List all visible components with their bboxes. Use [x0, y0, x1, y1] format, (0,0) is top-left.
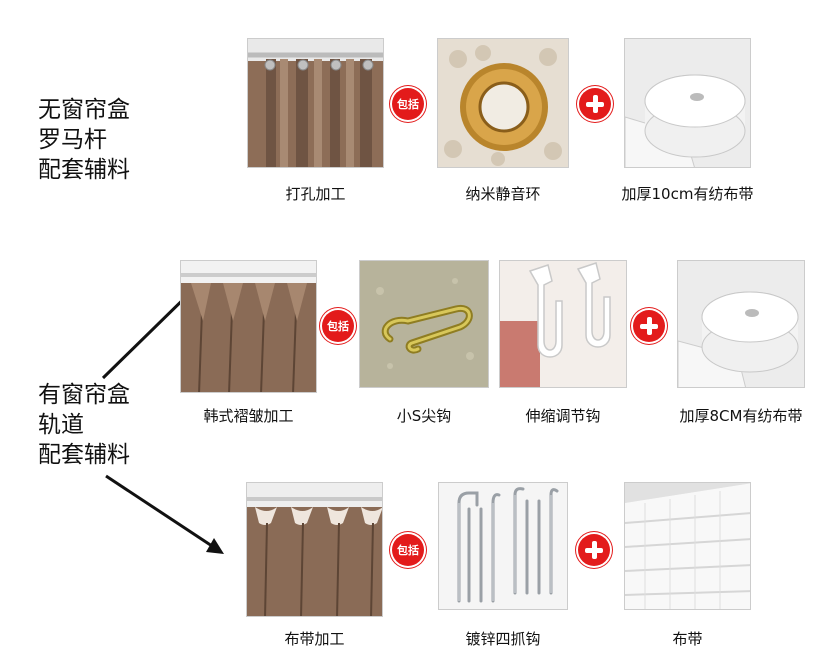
- label-line: 配套辅料: [38, 442, 130, 468]
- caption-four-hook: 镀锌四抓钩: [465, 630, 541, 648]
- caption-tape-process: 布带加工: [284, 630, 345, 648]
- plus-icon: [579, 88, 611, 120]
- caption-tape-10: 加厚10cm有纺布带: [621, 185, 754, 203]
- plus-icon: [578, 534, 610, 566]
- grommet-curtain-photo: [247, 38, 384, 168]
- arrow-down-icon: [105, 474, 224, 554]
- gold-ring-photo: [437, 38, 569, 168]
- s-hook-photo: [359, 260, 489, 388]
- caption-s-hook: 小S尖钩: [396, 407, 452, 425]
- tape-roll-photo: [677, 260, 805, 388]
- label-line: 无窗帘盒: [38, 97, 130, 123]
- section-label-with-box: 有窗帘盒 轨道 配套辅料: [38, 380, 130, 470]
- caption-tape-8: 加厚8CM有纺布带: [679, 407, 803, 425]
- caption-ring: 纳米静音环: [465, 185, 541, 203]
- badge-includes: 包括: [392, 88, 424, 120]
- badge-includes: 包括: [322, 310, 354, 342]
- four-prong-hook-photo: [438, 482, 568, 610]
- tape-strip-photo: [624, 482, 751, 610]
- label-line: 配套辅料: [38, 157, 130, 183]
- caption-adjust-hook: 伸缩调节钩: [525, 407, 601, 425]
- label-line: 有窗帘盒: [38, 382, 130, 408]
- caption-grommet: 打孔加工: [285, 185, 346, 203]
- label-line: 轨道: [38, 412, 84, 438]
- section-label-no-box: 无窗帘盒 罗马杆 配套辅料: [38, 95, 130, 185]
- tape-curtain-photo: [246, 482, 383, 617]
- tape-roll-photo: [624, 38, 751, 168]
- label-line: 罗马杆: [38, 127, 107, 153]
- plus-icon: [633, 310, 665, 342]
- adjustable-hook-photo: [499, 260, 627, 388]
- caption-tape: 布带: [672, 630, 703, 648]
- badge-includes: 包括: [392, 534, 424, 566]
- caption-pleat: 韩式褶皱加工: [203, 407, 294, 425]
- pleated-curtain-photo: [180, 260, 317, 393]
